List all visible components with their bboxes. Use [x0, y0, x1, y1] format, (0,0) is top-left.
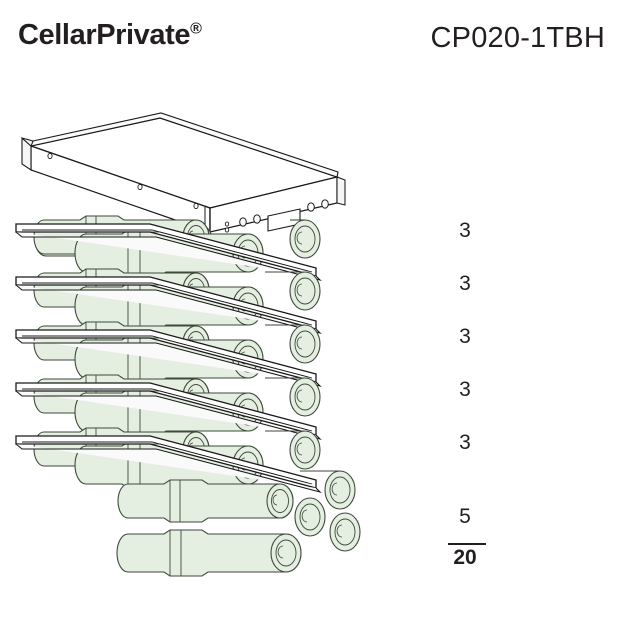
shelf-count-1: 3: [459, 219, 471, 242]
shelf-1[interactable]: [15, 223, 322, 282]
total-divider: [448, 543, 486, 545]
shelf-1-assembly: [15, 215, 322, 282]
screw-icon: [193, 202, 199, 210]
shelf-count-bottom: 5: [459, 505, 471, 528]
registered-trademark-icon: ®: [190, 20, 202, 38]
bottom-compartment: [116, 470, 361, 577]
total-capacity: 20: [453, 546, 477, 569]
shelf-count-3: 3: [459, 325, 471, 348]
bottom-bottle-end: [329, 512, 361, 552]
shelf-4-assembly: [15, 374, 322, 441]
shelf-4[interactable]: [15, 382, 322, 441]
cooling-unit: [21, 112, 346, 233]
model-number: CP020-1TBH: [430, 22, 605, 54]
bottom-bottle-end: [300, 470, 356, 510]
shelf-count-5: 3: [459, 431, 471, 454]
bottom-bottle-rear: [117, 479, 294, 523]
indicator-led-icon: [224, 221, 230, 227]
bottom-bottle-end: [294, 497, 326, 537]
shelf-3[interactable]: [15, 329, 322, 388]
brand-name: CellarPrivate: [18, 19, 191, 51]
shelf-2[interactable]: [15, 276, 322, 335]
capacity-legend: 3 3 3 3 3 5 20: [440, 0, 530, 621]
shelf-2-assembly: [15, 268, 322, 335]
cabinet-exploded-diagram: [0, 72, 625, 621]
shelf-3-assembly: [15, 321, 322, 388]
brand-title: CellarPrivate®: [18, 19, 202, 52]
control-button-icon[interactable]: [307, 202, 315, 212]
indicator-led-icon: [224, 227, 230, 233]
screw-icon: [47, 152, 53, 160]
shelf-count-2: 3: [459, 272, 471, 295]
bottom-bottle-front: [116, 529, 302, 577]
control-button-icon[interactable]: [239, 217, 247, 227]
shelf-5[interactable]: [15, 435, 322, 494]
shelf-5-assembly: [15, 427, 322, 494]
screw-icon: [137, 183, 143, 191]
diagram-svg: [15, 112, 361, 577]
shelf-count-4: 3: [459, 378, 471, 401]
control-button-icon[interactable]: [253, 214, 261, 224]
page-header: CellarPrivate® CP020-1TBH: [0, 0, 625, 72]
control-button-icon[interactable]: [321, 199, 329, 209]
